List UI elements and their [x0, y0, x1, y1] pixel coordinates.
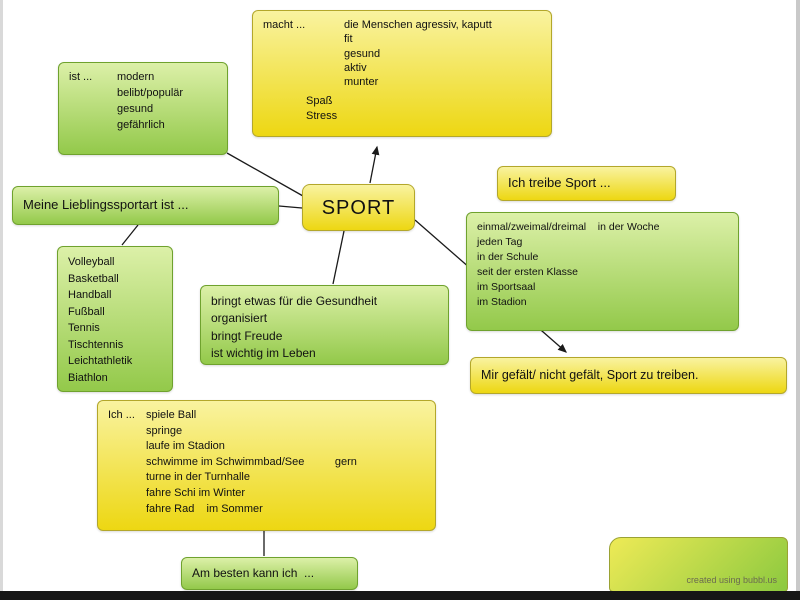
node-macht-item: fit: [344, 33, 353, 46]
node-am-besten[interactable]: Am besten kann ich ...: [181, 557, 358, 590]
node-lieblingssportart-label: Meine Lieblingssportart ist ...: [23, 197, 189, 213]
haeufigkeit-item: einmal/zweimal/dreimal in der Woche: [477, 221, 660, 233]
sportart-item: Leichtathletik: [68, 355, 133, 367]
node-ich-label: Ich ...: [108, 409, 135, 421]
node-lieblingssportart[interactable]: Meine Lieblingssportart ist ...: [12, 186, 279, 225]
gesundheit-item: organisiert: [211, 311, 268, 326]
node-ich-item: fahre Rad im Sommer: [146, 502, 263, 515]
node-ist-item: gesund: [117, 102, 154, 115]
node-ist[interactable]: ist ... modern belibt/populär gesund gef…: [58, 62, 228, 155]
node-gesundheit[interactable]: bringt etwas für die Gesundheit organisi…: [200, 285, 449, 365]
watermark-text: created using bubbl.us: [686, 575, 777, 585]
connector-sport-macht: [369, 145, 380, 184]
node-ist-item: modern: [117, 71, 155, 83]
node-macht-item: munter: [344, 76, 379, 89]
node-ich-treibe-sport-label: Ich treibe Sport ...: [508, 175, 611, 191]
gesundheit-item: bringt etwas für die Gesundheit: [211, 294, 378, 308]
node-ich-treibe-sport[interactable]: Ich treibe Sport ...: [497, 166, 676, 201]
node-sport-label: SPORT: [321, 196, 396, 219]
sportart-item: Volleyball: [68, 256, 115, 268]
sportart-item: Tennis: [68, 322, 100, 334]
sportart-item: Biathlon: [68, 371, 108, 384]
haeufigkeit-item: in der Schule: [477, 250, 539, 263]
node-macht-extra: Stress: [306, 109, 338, 122]
connector-sport-lieblings: [278, 205, 303, 209]
sportart-item: Tischtennis: [68, 338, 124, 351]
connector-sport-gesundheit: [332, 230, 345, 285]
node-haeufigkeit[interactable]: einmal/zweimal/dreimal in der Woche jede…: [466, 212, 739, 331]
frame-left-edge: [0, 0, 3, 600]
node-macht-item: die Menschen agressiv, kaputt: [344, 19, 492, 31]
node-ich-item: turne in der Turnhalle: [146, 471, 250, 484]
node-macht-extra: Spaß: [306, 95, 333, 108]
node-ist-item: belibt/populär: [117, 86, 184, 99]
frame-right-edge: [796, 0, 800, 600]
node-ist-label: ist ...: [69, 71, 93, 83]
gesundheit-item: ist wichtig im Leben: [211, 346, 316, 361]
haeufigkeit-item: jeden Tag: [477, 235, 523, 248]
node-mir-gefaellt[interactable]: Mir gefält/ nicht gefält, Sport zu treib…: [470, 357, 787, 394]
node-macht-label: macht ...: [263, 19, 306, 31]
node-sport-root[interactable]: SPORT: [302, 184, 415, 231]
node-mir-gefaellt-label: Mir gefält/ nicht gefält, Sport zu treib…: [481, 368, 699, 383]
node-ich-item: schwimme im Schwimmbad/See gern: [146, 455, 357, 468]
connector-lieblings-sportarten: [121, 224, 139, 246]
sportart-item: Handball: [68, 289, 112, 301]
haeufigkeit-item: seit der ersten Klasse: [477, 265, 578, 278]
node-ich-item: spiele Ball: [146, 409, 197, 421]
node-ist-item: gefährlich: [117, 118, 165, 131]
sportart-item: Fußball: [68, 305, 105, 318]
node-macht-item: aktiv: [344, 61, 367, 74]
haeufigkeit-item: im Sportsaal: [477, 280, 536, 293]
node-macht[interactable]: macht ... die Menschen agressiv, kaputt …: [252, 10, 552, 137]
node-ich-item: laufe im Stadion: [146, 440, 225, 453]
gesundheit-item: bringt Freude: [211, 328, 283, 343]
node-am-besten-label: Am besten kann ich ...: [192, 565, 315, 580]
node-ich-item: fahre Schi im Winter: [146, 487, 246, 500]
watermark-box: created using bubbl.us: [609, 537, 788, 592]
node-ich-item: springe: [146, 424, 183, 437]
node-ich[interactable]: Ich ... spiele Ball springe laufe im Sta…: [97, 400, 436, 531]
node-sportarten-list[interactable]: Volleyball Basketball Handball Fußball T…: [57, 246, 173, 392]
haeufigkeit-item: im Stadion: [477, 295, 527, 308]
node-macht-item: gesund: [344, 47, 381, 60]
frame-bottom-bar: [0, 591, 800, 600]
sportart-item: Basketball: [68, 272, 119, 285]
